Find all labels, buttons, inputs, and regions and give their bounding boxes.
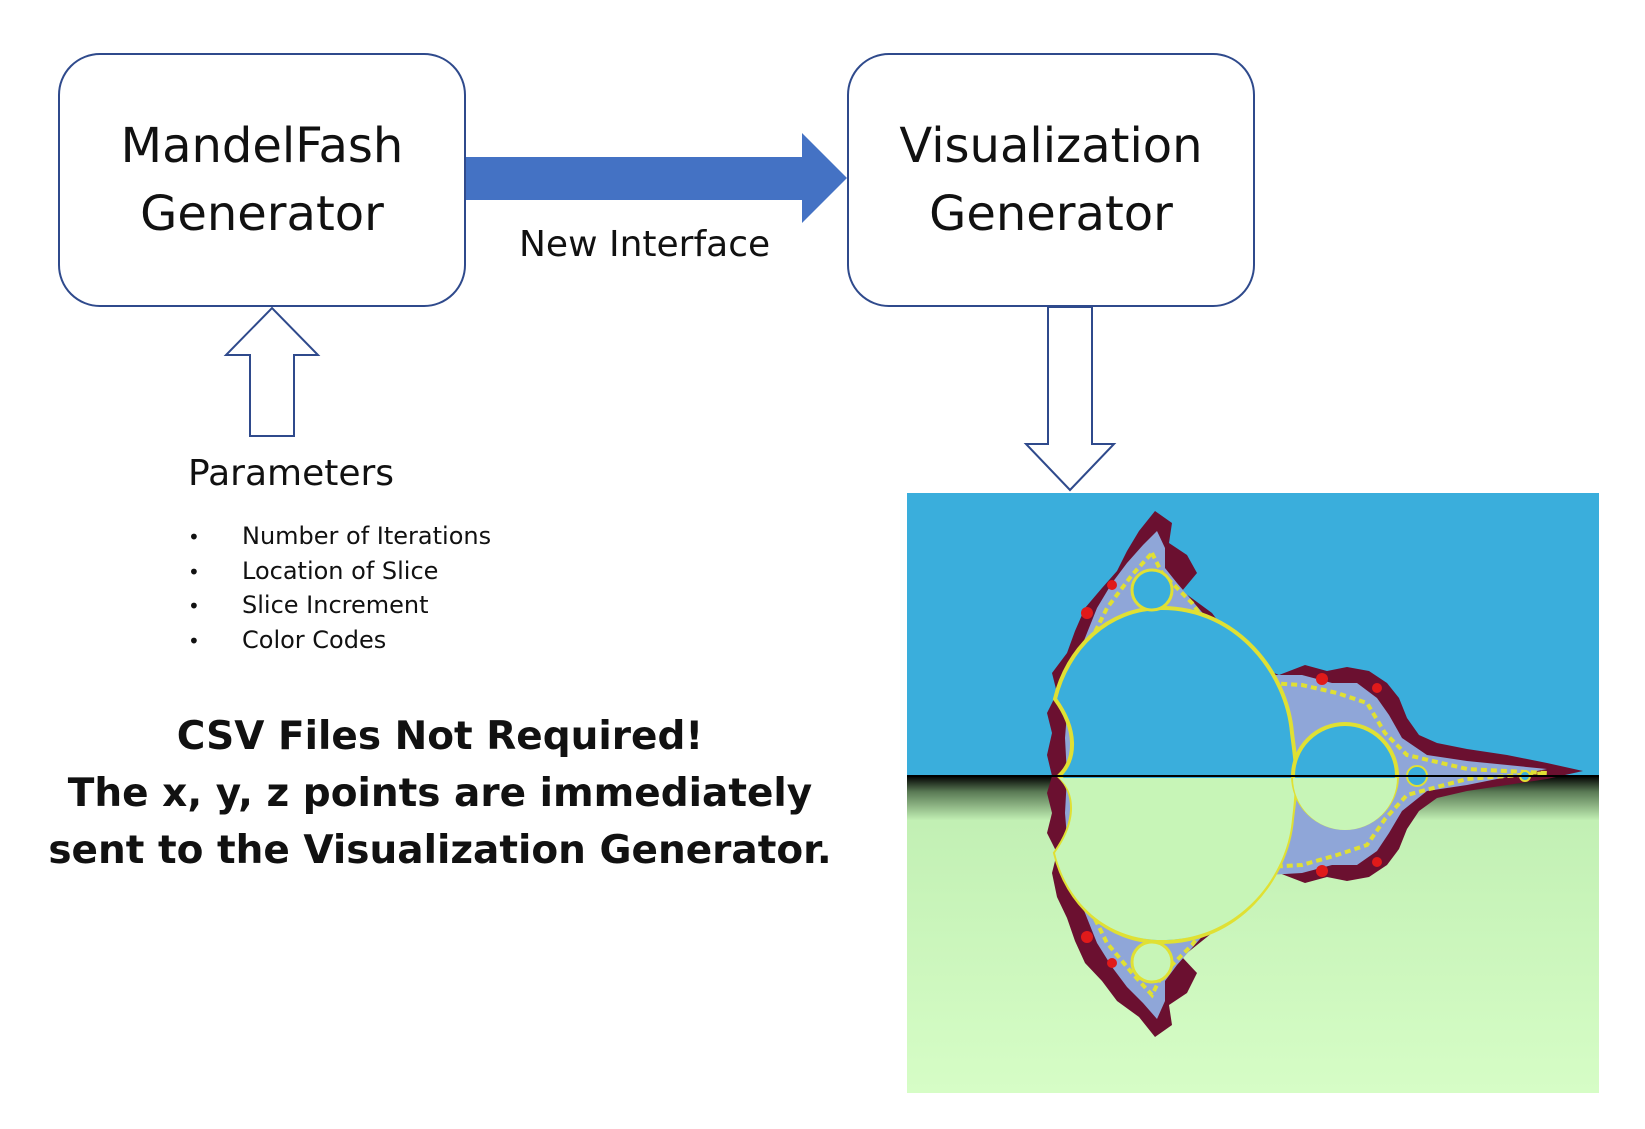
- parameters-title: Parameters: [188, 453, 395, 494]
- parameter-item-label: Color Codes: [242, 625, 387, 654]
- bullet-icon: •: [188, 628, 200, 653]
- fractal-bottom-bulb: [1130, 940, 1174, 984]
- bullet-icon: •: [188, 559, 200, 584]
- fractal-secondary-bulb-reflection: [1293, 778, 1397, 830]
- mandelfash-generator-title-line1: MandelFash: [120, 118, 404, 174]
- parameter-item-label: Location of Slice: [242, 556, 439, 585]
- bullet-icon: •: [188, 525, 200, 549]
- csv-note-line3: sent to the Visualization Generator.: [48, 828, 832, 873]
- visualization-generator-title-line2: Generator: [929, 186, 1173, 242]
- parameter-item: • Location of Slice: [188, 554, 491, 589]
- interface-arrow: [466, 133, 847, 223]
- bullet-icon: •: [188, 594, 200, 618]
- parameter-item-label: Slice Increment: [242, 591, 429, 619]
- parameter-item-label: Number of Iterations: [242, 522, 492, 550]
- mandelfash-generator-node: MandelFash Generator: [58, 53, 466, 307]
- fractal-edge-filaments: [1072, 549, 1548, 999]
- mandelbrot-render-image: [907, 493, 1599, 1093]
- csv-note-line2: The x, y, z points are immediately: [67, 771, 813, 816]
- csv-note-line1: CSV Files Not Required!: [176, 714, 704, 759]
- visualization-generator-title-line1: Visualization: [899, 118, 1203, 174]
- fractal-top-bulb: [1130, 568, 1174, 612]
- parameters-up-arrow: [223, 306, 321, 437]
- mandelfash-generator-title-line2: Generator: [140, 186, 384, 242]
- parameter-item: • Color Codes: [188, 623, 491, 658]
- output-down-arrow: [1023, 306, 1117, 492]
- parameter-item: • Slice Increment: [188, 588, 491, 623]
- parameters-list: • Number of Iterations • Location of Slice…: [188, 519, 491, 657]
- fractal-cardioid-reflection: [1055, 778, 1295, 940]
- csv-note: CSV Files Not Required! The x, y, z poin…: [40, 708, 840, 879]
- visualization-generator-node: Visualization Generator: [847, 53, 1255, 307]
- parameter-item: • Number of Iterations: [188, 519, 491, 554]
- interface-label: New Interface: [519, 224, 771, 265]
